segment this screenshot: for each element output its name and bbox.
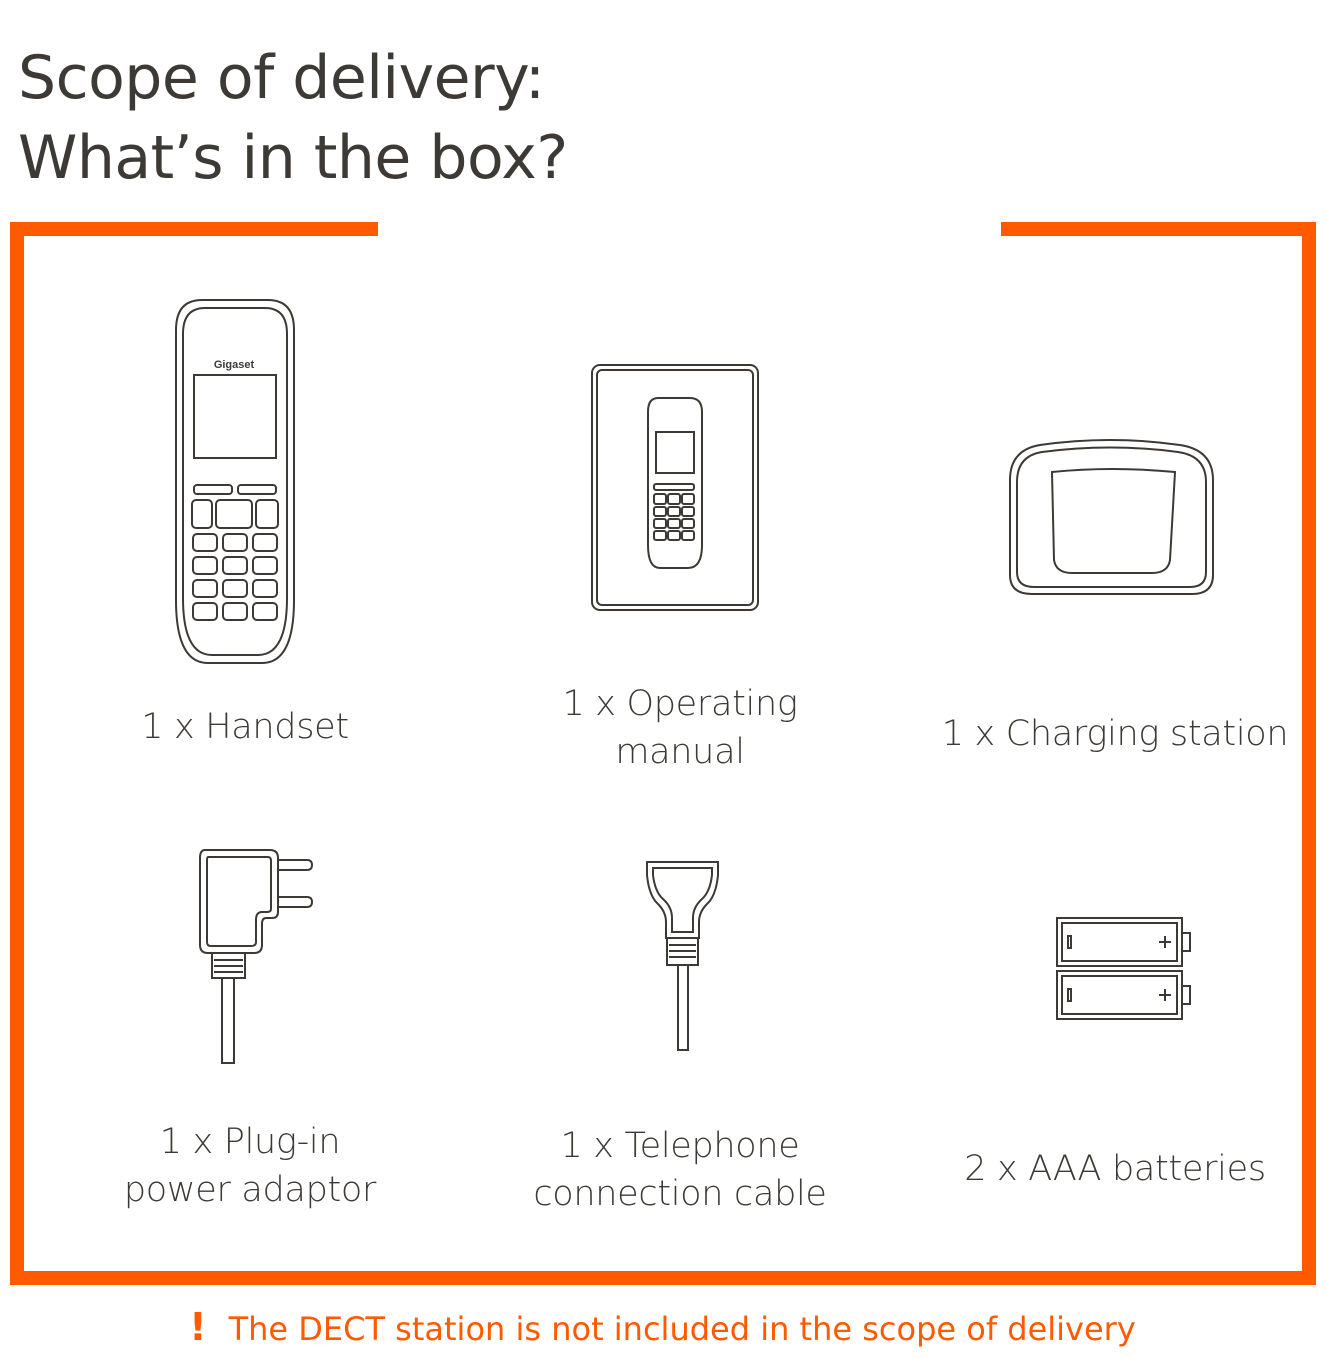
title-line-2: What’s in the box? [18,123,568,193]
footnote-text: The DECT station is not included in the … [228,1310,1136,1348]
orange-frame [10,222,1316,1285]
page-title: Scope of delivery: What’s in the box? [18,38,568,198]
operating-manual-icon [591,364,759,611]
handset-logo: Gigaset [214,359,255,371]
aaa-batteries-icon [1056,917,1191,1020]
item-label: 1 x Telephone connection cable [533,1126,827,1214]
charging-station-icon [1009,439,1214,595]
item-label: 1 x Charging station [941,714,1289,754]
footnote: ! The DECT station is not included in the… [0,1302,1325,1354]
item-label: 1 x Handset [141,707,349,747]
title-line-1: Scope of delivery: [18,43,545,113]
item-label: 1 x Operating manual [562,684,798,772]
item-label: 2 x AAA batteries [964,1149,1266,1189]
telephone-cable-icon [646,861,719,1051]
power-adaptor-icon [199,849,314,1064]
warning-icon: ! [189,1305,207,1349]
handset-icon: Gigaset [175,299,295,664]
item-label: 1 x Plug-in power adaptor [123,1122,377,1210]
